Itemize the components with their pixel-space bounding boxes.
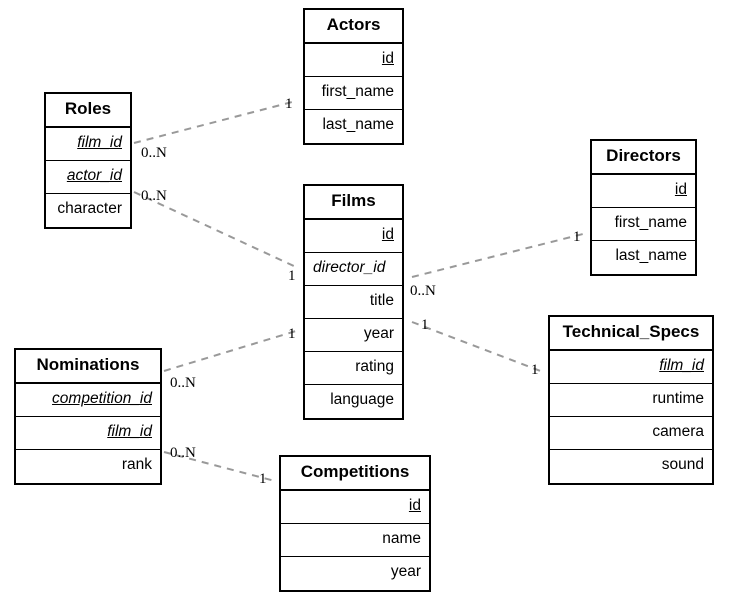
entity-title-directors: Directors — [592, 141, 695, 175]
entity-actors[interactable]: Actors id first_name last_name — [303, 8, 404, 145]
entity-title-actors: Actors — [305, 10, 402, 44]
relationship-line-nominations-films — [163, 330, 297, 372]
attribute-nominations-film-id: film_id — [16, 417, 160, 450]
entity-title-roles: Roles — [46, 94, 130, 128]
attribute-competitions-id: id — [281, 491, 429, 524]
cardinality-films-directors-source: 0..N — [410, 283, 436, 299]
entity-directors[interactable]: Directors id first_name last_name — [590, 139, 697, 276]
cardinality-roles-actors-source: 0..N — [141, 145, 167, 161]
cardinality-roles-films-target: 1 — [288, 268, 296, 284]
attribute-films-rating: rating — [305, 352, 402, 385]
attribute-technical-specs-sound: sound — [550, 450, 712, 483]
cardinality-films-technical-specs-source: 1 — [421, 317, 429, 333]
relationship-line-roles-actors — [133, 100, 297, 144]
cardinality-roles-actors-target: 1 — [285, 96, 293, 112]
cardinality-nominations-films-source: 0..N — [170, 375, 196, 391]
attribute-actors-last-name: last_name — [305, 110, 402, 143]
entity-technical-specs[interactable]: Technical_Specs film_id runtime camera s… — [548, 315, 714, 485]
attribute-films-year: year — [305, 319, 402, 352]
attribute-directors-last-name: last_name — [592, 241, 695, 274]
entity-title-films: Films — [305, 186, 402, 220]
relationship-line-films-directors — [411, 233, 584, 278]
cardinality-roles-films-source: 0..N — [141, 188, 167, 204]
attribute-competitions-year: year — [281, 557, 429, 590]
attribute-technical-specs-camera: camera — [550, 417, 712, 450]
attribute-actors-first-name: first_name — [305, 77, 402, 110]
entity-competitions[interactable]: Competitions id name year — [279, 455, 431, 592]
entity-title-competitions: Competitions — [281, 457, 429, 491]
cardinality-nominations-competitions-source: 0..N — [170, 445, 196, 461]
cardinality-films-directors-target: 1 — [573, 229, 581, 245]
entity-title-nominations: Nominations — [16, 350, 160, 384]
attribute-roles-character: character — [46, 194, 130, 227]
attribute-actors-id: id — [305, 44, 402, 77]
entity-nominations[interactable]: Nominations competition_id film_id rank — [14, 348, 162, 485]
entity-films[interactable]: Films id director_id title year rating l… — [303, 184, 404, 420]
attribute-competitions-name: name — [281, 524, 429, 557]
attribute-films-director-id: director_id — [305, 253, 402, 286]
cardinality-nominations-films-target: 1 — [288, 326, 296, 342]
attribute-films-id: id — [305, 220, 402, 253]
attribute-technical-specs-runtime: runtime — [550, 384, 712, 417]
attribute-nominations-rank: rank — [16, 450, 160, 483]
relationship-line-films-technical-specs — [411, 321, 544, 373]
attribute-technical-specs-film-id: film_id — [550, 351, 712, 384]
cardinality-nominations-competitions-target: 1 — [259, 471, 267, 487]
attribute-directors-first-name: first_name — [592, 208, 695, 241]
attribute-roles-film-id: film_id — [46, 128, 130, 161]
attribute-films-language: language — [305, 385, 402, 418]
attribute-directors-id: id — [592, 175, 695, 208]
attribute-roles-actor-id: actor_id — [46, 161, 130, 194]
attribute-films-title: title — [305, 286, 402, 319]
attribute-nominations-competition-id: competition_id — [16, 384, 160, 417]
entity-roles[interactable]: Roles film_id actor_id character — [44, 92, 132, 229]
cardinality-films-technical-specs-target: 1 — [531, 362, 539, 378]
entity-title-technical-specs: Technical_Specs — [550, 317, 712, 351]
